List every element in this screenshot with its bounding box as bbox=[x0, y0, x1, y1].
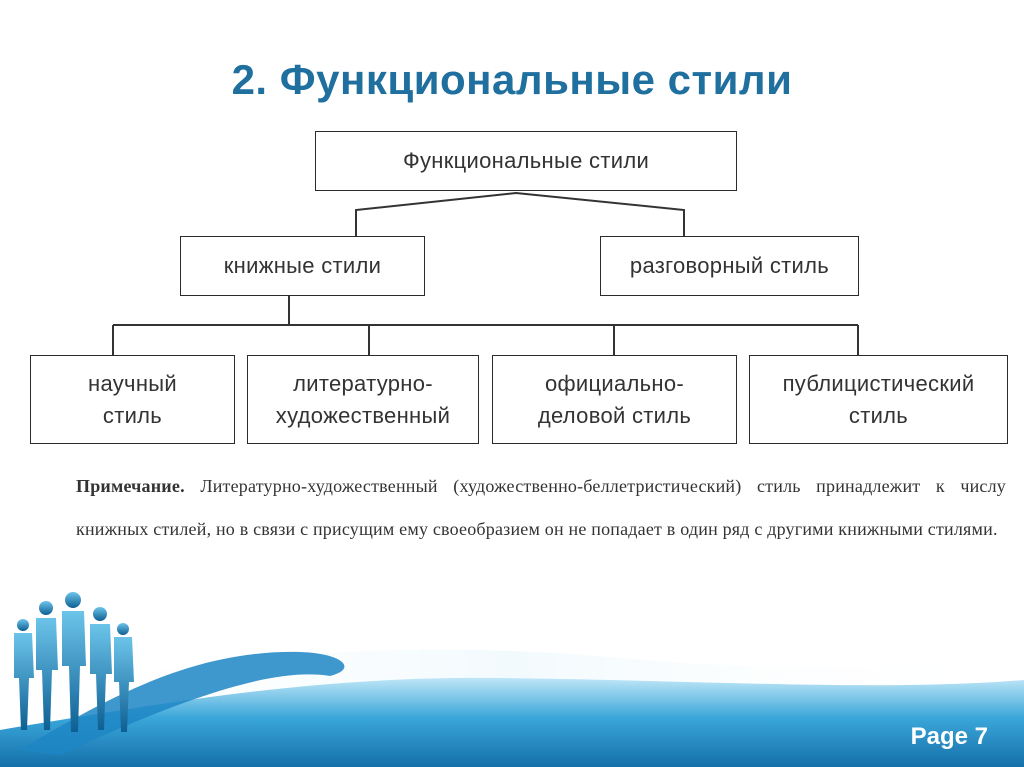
note-text: Литературно-художественный (художественн… bbox=[76, 476, 1006, 539]
note-label: Примечание. bbox=[76, 476, 185, 496]
node-scientific-style: научный стиль bbox=[30, 355, 235, 444]
slide-title: 2. Функциональные стили bbox=[231, 56, 793, 104]
footer-band bbox=[0, 677, 1024, 767]
node-bookish-styles: книжные стили bbox=[180, 236, 425, 296]
node-root-functional-styles: Функциональные стили bbox=[315, 131, 737, 191]
node-colloquial-label: разговорный стиль bbox=[629, 253, 830, 279]
node-publicistic-label: публицистический стиль bbox=[782, 370, 975, 428]
node-colloquial-style: разговорный стиль bbox=[600, 236, 859, 296]
connector-root-level1 bbox=[355, 191, 685, 236]
node-official-label: официально- деловой стиль bbox=[537, 370, 692, 428]
note-paragraph: Примечание. Литературно-художественный (… bbox=[76, 465, 1006, 551]
node-official-style: официально- деловой стиль bbox=[492, 355, 737, 444]
node-root-label: Функциональные стили bbox=[402, 148, 650, 174]
node-scientific-label: научный стиль bbox=[88, 370, 177, 428]
footer-decoration bbox=[0, 592, 1024, 767]
business-team-silhouettes bbox=[14, 592, 134, 732]
diagram-connectors bbox=[112, 191, 859, 355]
page-number: Page 7 bbox=[910, 723, 988, 750]
node-literary-style: литературно- художественный bbox=[247, 355, 479, 444]
node-publicistic-style: публицистический стиль bbox=[749, 355, 1008, 444]
node-bookish-label: книжные стили bbox=[223, 253, 382, 279]
node-literary-label: литературно- художественный bbox=[275, 370, 451, 428]
